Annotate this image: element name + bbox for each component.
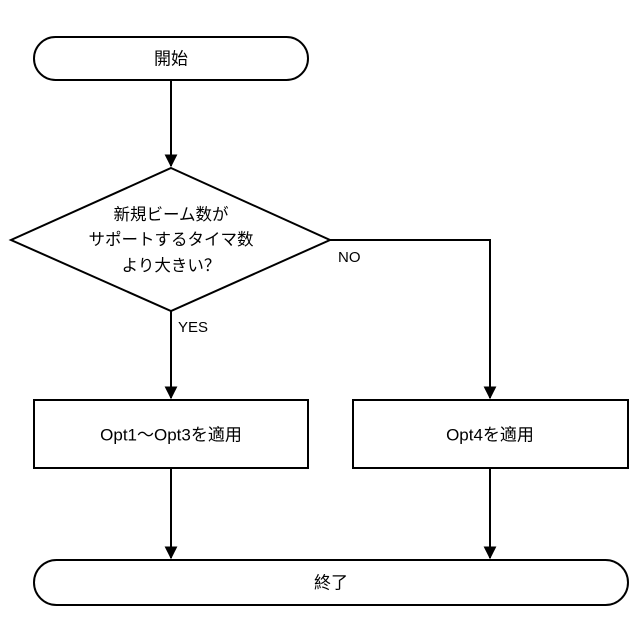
decision-label-line2: サポートするタイマ数 [89,230,255,249]
end-node [33,559,629,606]
process-left-node [33,399,309,469]
edge-no-decision-to-process-right [330,239,497,400]
start-node [33,36,309,81]
no-branch-label: NO [338,249,361,266]
decision-label-line1: 新規ビーム数が [113,205,229,224]
decision-label-line3: より大きい？ [122,256,221,275]
yes-branch-label: YES [178,319,208,336]
process-right-label: Opt4を適用 [446,426,534,445]
decision-node [8,166,333,313]
start-node-label: 開始 [154,50,188,69]
process-left-label: Opt1〜Opt3を適用 [100,426,242,445]
end-node-label: 終了 [314,574,348,593]
process-right-node [352,399,629,469]
